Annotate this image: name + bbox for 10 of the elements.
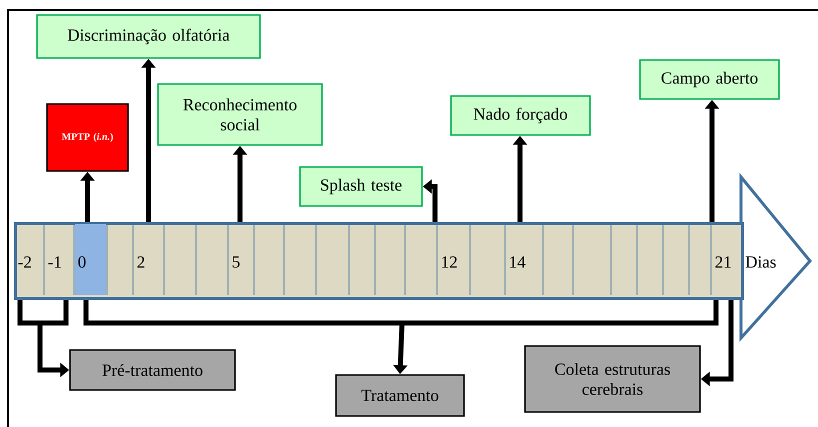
node-label: Dias xyxy=(746,256,776,268)
test-box: Discriminação olfatória xyxy=(36,14,261,59)
treatment-box: MPTP (i.n.) xyxy=(46,103,129,172)
phase-box: Tratamento xyxy=(335,374,465,417)
phase-box: Coleta estruturas cerebrais xyxy=(524,345,701,413)
phase-box: Pré-tratamento xyxy=(69,349,236,391)
test-box: Nado forçado xyxy=(450,95,591,136)
test-box: Splash teste xyxy=(299,166,423,207)
test-box: Reconhecimento social xyxy=(157,83,323,146)
test-box: Campo aberto xyxy=(639,59,780,100)
